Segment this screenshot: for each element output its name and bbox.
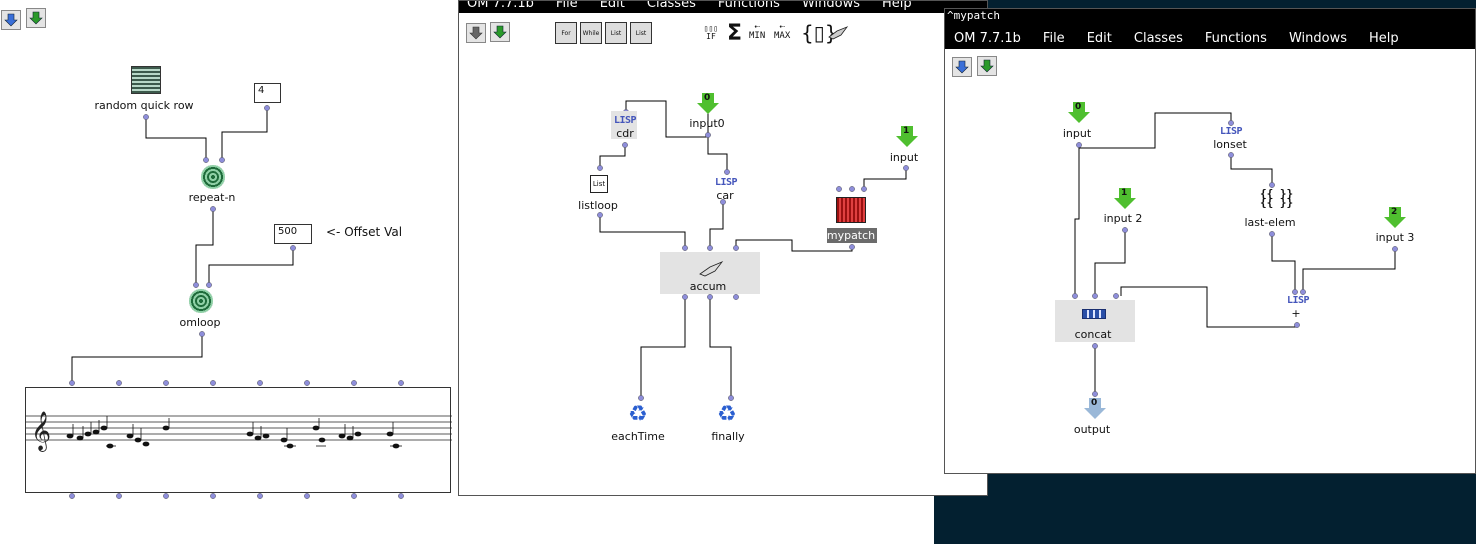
cdr-lisp-icon: LISP [613, 115, 637, 126]
cdr-box[interactable] [611, 111, 637, 139]
last-elem-label: last-elem [1244, 216, 1296, 229]
input-arrow-icon[interactable]: 0 [1068, 102, 1090, 124]
arrow-down-blue-button[interactable] [1, 10, 21, 30]
arrow-down-grey-button[interactable] [466, 23, 486, 43]
omloop-spiral-icon[interactable] [189, 289, 213, 313]
mypatch-window[interactable]: ^mypatch OM 7.7.1b File Edit Classes Fun… [944, 8, 1476, 474]
palette-max-icon[interactable]: ⇠MAX [774, 22, 791, 41]
number-box-500[interactable]: 500 [274, 224, 312, 244]
input1-label: input [889, 151, 919, 164]
car-label: car [716, 189, 734, 202]
listloop-icon[interactable]: List [590, 175, 608, 193]
offset-comment: <- Offset Val [326, 225, 403, 239]
car-lisp-icon[interactable]: LISP [714, 177, 738, 188]
palette-ifthen-icon[interactable]: ▯▯▯IF [703, 24, 719, 41]
palette-while-button[interactable]: While [580, 22, 602, 44]
menu-om[interactable]: OM 7.7.1b [954, 30, 1021, 46]
finally-recycle-icon[interactable]: ♻ [717, 402, 737, 427]
input2-label: input 2 [1103, 212, 1143, 225]
arrow-down-icon [29, 11, 43, 25]
input0-arrow-icon[interactable]: 0 [697, 93, 719, 115]
number-box-4[interactable]: 4 [254, 83, 281, 103]
treble-clef-icon: 𝄞 [31, 411, 51, 452]
input-label: input [1062, 127, 1092, 140]
menu-functions[interactable]: Functions [1204, 30, 1267, 46]
input3-arrow-icon[interactable]: 2 [1384, 207, 1406, 229]
finally-label: finally [711, 430, 745, 443]
input0-label: input0 [689, 117, 725, 130]
mypatch-icon[interactable] [836, 197, 866, 223]
palette-sum-icon[interactable]: Σ [727, 21, 743, 46]
random-quick-row-label: random quick row [94, 99, 194, 112]
plus-label: + [1291, 307, 1301, 320]
mypatch-titlebar: ^mypatch [945, 9, 1475, 27]
lonset-lisp-icon[interactable]: LISP [1219, 126, 1243, 137]
menu-help[interactable]: Help [881, 0, 912, 11]
menu-functions[interactable]: Functions [717, 0, 780, 11]
menu-file[interactable]: File [555, 0, 578, 11]
arrow-down-green-button[interactable] [26, 8, 46, 28]
menu-windows[interactable]: Windows [801, 0, 860, 11]
menu-classes[interactable]: Classes [646, 0, 696, 11]
palette-list2-button[interactable]: List [630, 22, 652, 44]
palette-brush-icon[interactable] [827, 23, 849, 41]
left-patch-window[interactable]: random quick row 4 repeat-n 500 <- Offse… [0, 0, 458, 544]
arrow-down-icon [493, 25, 507, 39]
palette-for-button[interactable]: For [555, 22, 577, 44]
arrow-down-green-button[interactable] [490, 22, 510, 42]
palette-bracket-icon[interactable]: {▯} [801, 21, 838, 45]
input1-arrow-icon[interactable]: 1 [896, 126, 918, 148]
random-quick-row-icon[interactable] [131, 66, 161, 94]
arrow-down-blue-button[interactable] [952, 57, 972, 77]
mypatch-connections [1072, 112, 1398, 397]
staff-svg: 𝄞 [26, 411, 452, 452]
repeat-n-label: repeat-n [188, 191, 236, 204]
middle-patch-connections [597, 100, 909, 401]
lonset-label: lonset [1213, 138, 1247, 151]
last-elem-bracket-icon[interactable]: {{ }}{{ }} [1260, 187, 1294, 209]
menu-edit[interactable]: Edit [1086, 30, 1112, 46]
concat-label: concat [1074, 328, 1112, 341]
menu-edit[interactable]: Edit [599, 0, 625, 11]
listloop-label: listloop [578, 199, 618, 212]
middle-patch-window[interactable]: OM 7.7.1b File Edit Classes Functions Wi… [458, 0, 988, 496]
palette-min-icon[interactable]: ⇠MIN [749, 22, 766, 41]
menu-om[interactable]: OM 7.7.1b [467, 0, 534, 11]
menu-help[interactable]: Help [1368, 30, 1399, 46]
eachtime-label: eachTime [611, 430, 665, 443]
menu-classes[interactable]: Classes [1133, 30, 1183, 46]
palette-list-button[interactable]: List [605, 22, 627, 44]
accum-brush-icon [698, 258, 724, 278]
middle-menubar: OM 7.7.1b File Edit Classes Functions Wi… [459, 0, 987, 13]
input2-arrow-icon[interactable]: 1 [1114, 188, 1136, 210]
mypatch-label-box [827, 228, 877, 243]
arrow-down-icon [4, 13, 18, 27]
arrow-down-icon [955, 60, 969, 74]
cdr-label: cdr [616, 127, 634, 140]
window-title: ^mypatch [947, 9, 1000, 22]
output-label: output [1073, 423, 1111, 436]
repeat-n-spiral-icon[interactable] [201, 165, 225, 189]
concat-box[interactable] [1055, 300, 1135, 342]
menu-windows[interactable]: Windows [1288, 30, 1347, 46]
right-menubar: OM 7.7.1b File Edit Classes Functions Wi… [945, 27, 1475, 49]
concat-icon [1082, 309, 1106, 319]
output-arrow-icon[interactable]: 0 [1084, 398, 1106, 420]
input3-label: input 3 [1375, 231, 1415, 244]
plus-lisp-icon[interactable]: LISP [1286, 295, 1310, 306]
menu-file[interactable]: File [1042, 30, 1065, 46]
eachtime-recycle-icon[interactable]: ♻ [628, 402, 648, 427]
mypatch-label: mypatch [826, 229, 876, 242]
arrow-down-icon [469, 26, 483, 40]
left-patch-connections [69, 105, 404, 499]
arrow-down-green-button[interactable] [977, 56, 997, 76]
arrow-down-icon [980, 59, 994, 73]
omloop-label: omloop [179, 316, 221, 329]
accum-label: accum [689, 280, 727, 293]
score-box[interactable]: 𝄞 [25, 387, 452, 493]
